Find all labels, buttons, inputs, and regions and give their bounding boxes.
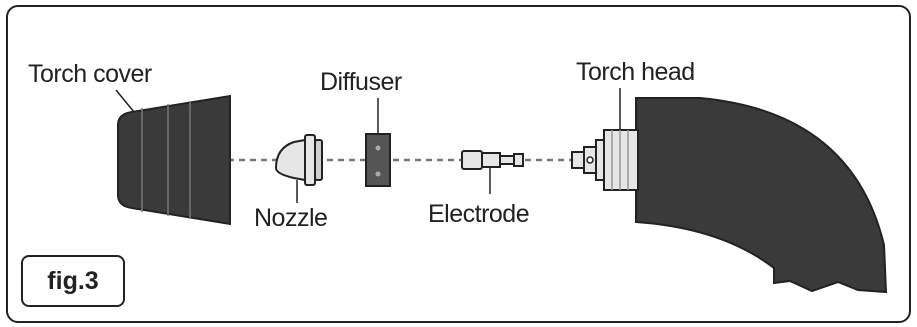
label-electrode: Electrode [428, 200, 530, 228]
torch-fitting-part [571, 139, 605, 181]
label-torch-cover: Torch cover [28, 60, 152, 88]
label-torch-head: Torch head [576, 58, 695, 86]
diffuser-part [365, 133, 391, 187]
electrode-part [461, 150, 524, 170]
label-diffuser: Diffuser [320, 68, 402, 96]
torch-head-part [603, 97, 888, 294]
torch-cover-leader [115, 89, 135, 113]
torch-cover-part [117, 94, 231, 226]
figure-label: fig.3 [21, 255, 125, 307]
label-nozzle: Nozzle [254, 204, 328, 232]
nozzle-part [274, 134, 323, 186]
